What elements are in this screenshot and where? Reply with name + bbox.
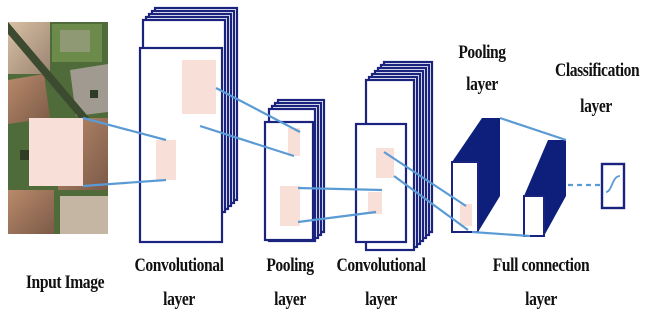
classification-label-line1: Classification: [555, 60, 640, 81]
pool1-label-line1: Pooling: [266, 255, 314, 276]
fc-label-line2: layer: [525, 289, 557, 310]
connector-conv2-pool2-top: [383, 151, 467, 207]
conv2-label-line2: layer: [365, 289, 397, 310]
conv1-label-line1: Convolutional: [134, 255, 224, 276]
fc-block: [523, 140, 566, 237]
input-image-label: Input Image: [25, 272, 105, 293]
pool2-block: [451, 118, 500, 233]
conv1-label-line2: layer: [163, 289, 195, 310]
pool2-patch: [460, 204, 472, 226]
connector-input-conv1-bottom: [82, 178, 167, 188]
conv2-label-line1: Convolutional: [336, 255, 426, 276]
connector-conv2-pool2-bottom: [393, 175, 469, 231]
connector-pool2-fc-top: [499, 116, 567, 142]
pool2-label-line2: layer: [466, 74, 498, 95]
connector-conv1-pool1-bottom: [199, 124, 295, 158]
connector-pool1-conv2-bottom: [297, 210, 377, 224]
conv1-kernel-patch-top: [182, 60, 216, 114]
conv1-kernel-patch-bottom: [156, 140, 176, 180]
pool1-label-line2: layer: [274, 289, 306, 310]
conv1-feature-maps: [138, 6, 239, 244]
pool2-label-line1: Pooling: [458, 42, 506, 63]
conv2-feature-maps: [354, 60, 434, 252]
connector-lines: [82, 87, 600, 238]
pool1-patch-bottom: [280, 186, 300, 226]
fc-label-line1: Full connection: [492, 255, 590, 276]
classification-label-line2: layer: [580, 96, 612, 117]
connector-pool2-fc-bottom: [471, 230, 531, 238]
connector-conv1-pool1-top: [215, 87, 301, 133]
input-receptive-patch: [29, 118, 83, 186]
conv2-patch-bottom: [368, 192, 382, 214]
connector-input-conv1-top: [82, 116, 167, 142]
pool1-patch-top: [288, 128, 300, 156]
classification-box: [600, 162, 626, 210]
connector-pool1-conv2-top: [297, 186, 383, 192]
